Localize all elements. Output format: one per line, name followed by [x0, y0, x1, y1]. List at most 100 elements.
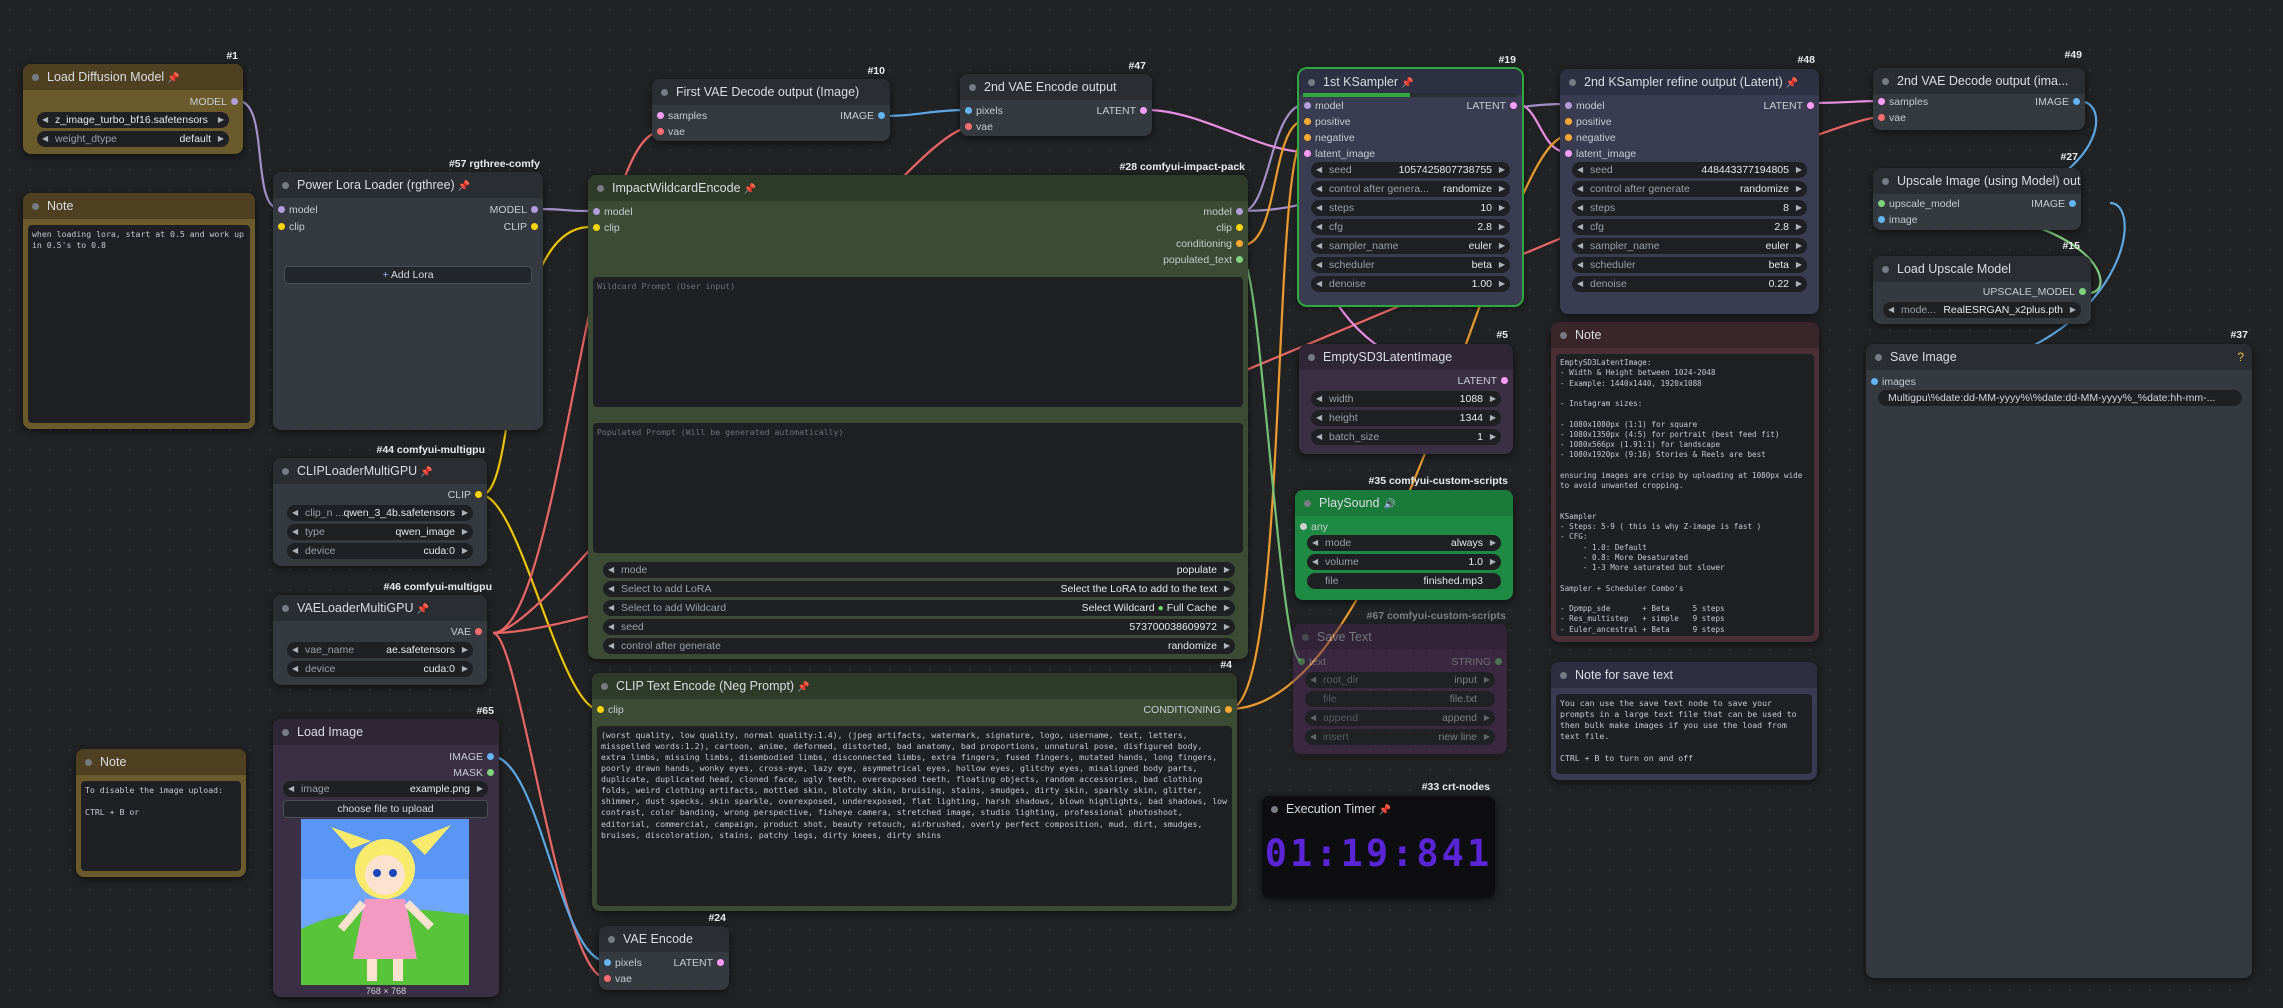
input-vae[interactable]: vae — [1875, 110, 1906, 126]
output-conditioning[interactable]: CONDITIONING — [1143, 702, 1235, 718]
input-image[interactable]: image — [1875, 212, 1918, 228]
input-clip[interactable]: clip — [594, 702, 624, 718]
input-negative[interactable]: negative — [1562, 130, 1616, 146]
output-image[interactable]: IMAGE — [2035, 94, 2083, 110]
input-upscale-model[interactable]: upscale_model — [1875, 196, 1960, 212]
output-latent[interactable]: LATENT — [1458, 373, 1511, 389]
load-diffusion-model-node[interactable]: Load Diffusion Model📌 MODEL z_image_turb… — [23, 64, 243, 154]
input-samples[interactable]: samples — [1875, 94, 1928, 110]
note-text[interactable]: EmptySD3LatentImage: - Width & Height be… — [1556, 354, 1814, 636]
filename-prefix-widget[interactable]: Multigpu\%date:dd-MM-yyyy%\%date:dd-MM-y… — [1878, 390, 2242, 406]
output-clip[interactable]: CLIP — [448, 487, 485, 503]
add-lora-button[interactable]: + Add Lora — [284, 266, 532, 284]
control-after-generate-widget[interactable]: control after genera...randomize — [1311, 181, 1510, 197]
output-latent[interactable]: LATENT — [1467, 98, 1520, 114]
input-vae[interactable]: vae — [654, 124, 685, 140]
negative-prompt-text[interactable]: (worst quality, low quality, normal qual… — [597, 726, 1232, 906]
output-clip[interactable]: CLIP — [504, 219, 541, 235]
save-image-node[interactable]: Save Image ? images Multigpu\%date:dd-MM… — [1866, 344, 2252, 978]
output-latent[interactable]: LATENT — [1764, 98, 1817, 114]
output-image[interactable]: IMAGE — [2031, 196, 2079, 212]
output-image[interactable]: IMAGE — [840, 108, 888, 124]
input-text[interactable]: text — [1295, 654, 1326, 670]
impact-wildcard-encode-node[interactable]: ImpactWildcardEncode📌 model clip model c… — [588, 175, 1248, 659]
unet-name-widget[interactable]: z_image_turbo_bf16.safetensors — [37, 112, 229, 128]
note-node-lora[interactable]: Note when loading lora, start at 0.5 and… — [23, 193, 255, 429]
input-latent-image[interactable]: latent_image — [1301, 146, 1375, 162]
input-vae[interactable]: vae — [962, 119, 993, 135]
output-model[interactable]: MODEL — [490, 202, 541, 218]
note-node-save-text[interactable]: Note for save text You can use the save … — [1551, 662, 1817, 780]
clip-loader-multigpu-node[interactable]: CLIPLoaderMultiGPU📌 CLIP clip_n ...qwen_… — [273, 458, 487, 566]
note-text[interactable]: You can use the save text node to save y… — [1556, 694, 1812, 774]
vae-encode-node[interactable]: VAE Encode pixels LATENT vae — [599, 926, 729, 990]
clip-text-encode-neg-node[interactable]: CLIP Text Encode (Neg Prompt)📌 clip COND… — [592, 673, 1237, 911]
input-clip[interactable]: clip — [590, 220, 620, 236]
output-latent[interactable]: LATENT — [1097, 103, 1150, 119]
input-model[interactable]: model — [1562, 98, 1605, 114]
vae-loader-multigpu-node[interactable]: VAELoaderMultiGPU📌 VAE vae_nameae.safete… — [273, 595, 487, 685]
clip-name-widget[interactable]: clip_n ...qwen_3_4b.safetensors — [287, 505, 473, 521]
input-model[interactable]: model — [1301, 98, 1344, 114]
output-latent[interactable]: LATENT — [674, 955, 727, 971]
vae-decode-first-node[interactable]: First VAE Decode output (Image) samples … — [652, 79, 890, 141]
input-pixels[interactable]: pixels — [962, 103, 1003, 119]
note-text[interactable]: To disable the image upload: CTRL + B or — [81, 781, 241, 871]
input-pixels[interactable]: pixels — [601, 955, 642, 971]
input-positive[interactable]: positive — [1301, 114, 1351, 130]
ksampler-first-node[interactable]: 1st KSampler📌 model LATENT positive nega… — [1297, 67, 1524, 307]
output-mask[interactable]: MASK — [453, 765, 497, 781]
output-populated-text[interactable]: populated_text — [1163, 252, 1246, 268]
input-images[interactable]: images — [1868, 374, 1916, 390]
ksampler-second-node[interactable]: 2nd KSampler refine output (Latent)📌 mod… — [1560, 69, 1819, 314]
populated-prompt-output[interactable]: Populated Prompt (Will be generated auto… — [593, 423, 1243, 553]
input-model[interactable]: model — [590, 204, 633, 220]
note-node-disable[interactable]: Note To disable the image upload: CTRL +… — [76, 749, 246, 877]
output-conditioning[interactable]: conditioning — [1176, 236, 1246, 252]
output-image[interactable]: IMAGE — [449, 749, 497, 765]
input-samples[interactable]: samples — [654, 108, 707, 124]
note-node-settings[interactable]: Note EmptySD3LatentImage: - Width & Heig… — [1551, 322, 1819, 642]
input-vae[interactable]: vae — [601, 971, 632, 987]
output-vae[interactable]: VAE — [451, 624, 485, 640]
output-upscale-model[interactable]: UPSCALE_MODEL — [1983, 284, 2089, 300]
input-latent-image[interactable]: latent_image — [1562, 146, 1636, 162]
help-icon[interactable]: ? — [2237, 350, 2244, 364]
output-clip[interactable]: clip — [1216, 220, 1246, 236]
input-negative[interactable]: negative — [1301, 130, 1355, 146]
model-name-widget[interactable]: mode...RealESRGAN_x2plus.pth — [1883, 302, 2081, 318]
note-text[interactable]: when loading lora, start at 0.5 and work… — [28, 225, 250, 423]
output-model[interactable]: MODEL — [190, 94, 241, 110]
power-lora-loader-node[interactable]: Power Lora Loader (rgthree)📌 model MODEL… — [273, 172, 543, 430]
